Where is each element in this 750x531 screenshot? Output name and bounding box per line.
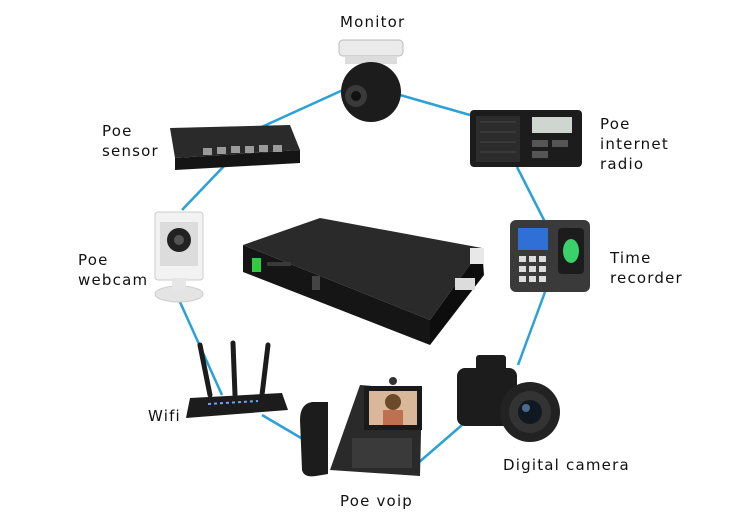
link-recorder-camera xyxy=(518,292,545,365)
label-voip: Poe voip xyxy=(340,491,413,511)
label-webcam: Poe webcam xyxy=(78,250,148,290)
label-monitor: Monitor xyxy=(340,12,405,32)
label-recorder: Time recorder xyxy=(610,248,683,288)
webcam-icon xyxy=(155,212,203,302)
link-monitor-radio xyxy=(400,95,470,115)
link-webcam-sensor xyxy=(182,165,225,210)
link-radio-recorder xyxy=(517,167,545,222)
label-wifi: Wifi xyxy=(148,406,181,426)
link-sensor-monitor xyxy=(255,90,343,130)
power-led-icon xyxy=(252,258,261,272)
fingerprint-terminal-icon xyxy=(510,220,590,292)
ptz-camera-icon xyxy=(339,40,403,122)
network-switch-icon xyxy=(170,125,300,170)
hub-device xyxy=(243,218,484,345)
voip-phone-icon xyxy=(300,377,422,476)
dslr-camera-icon xyxy=(457,355,560,442)
radio-icon xyxy=(470,110,582,167)
usb-port-icon xyxy=(312,276,320,290)
label-camera: Digital camera xyxy=(503,455,630,475)
label-sensor: Poe sensor xyxy=(102,121,159,161)
wifi-router-icon xyxy=(186,343,288,418)
label-radio: Poe internet radio xyxy=(600,114,669,174)
